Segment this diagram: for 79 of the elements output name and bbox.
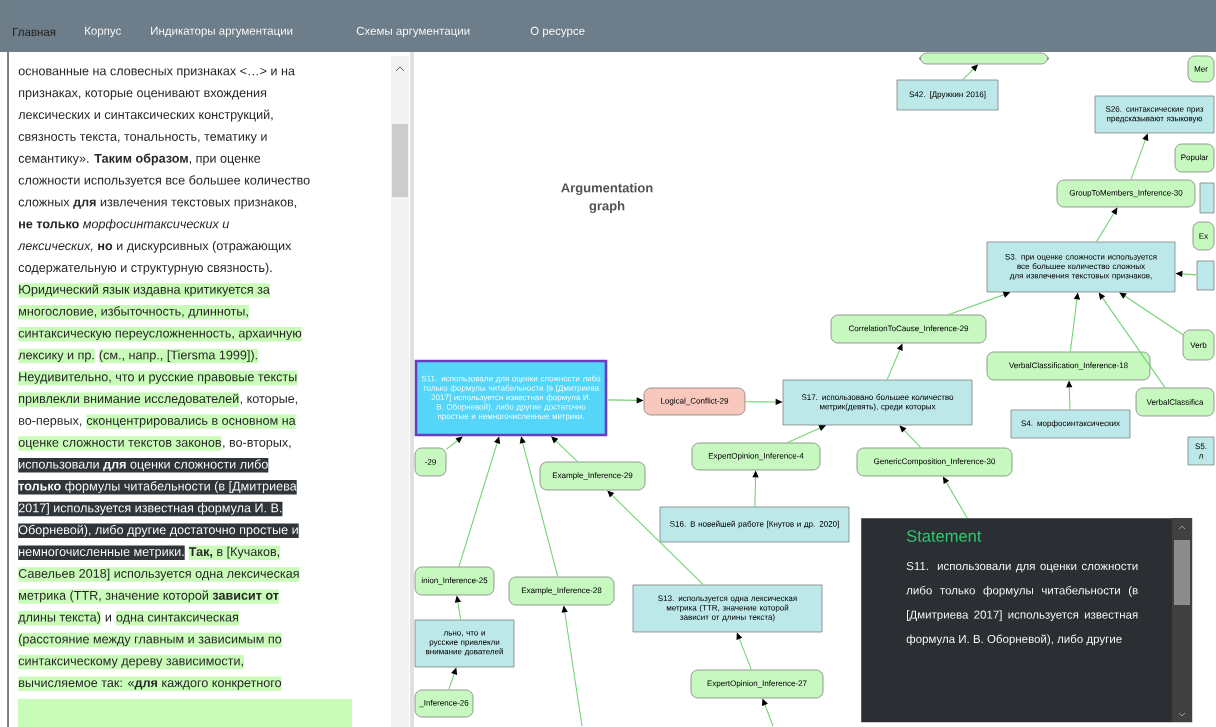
highlighted-text: синтаксическую переусложненность, архаичную	[18, 326, 302, 342]
highlighted-text: одна синтаксическая	[115, 611, 239, 626]
text-line: во-первых,	[19, 418, 82, 428]
connector	[607, 490, 704, 586]
text-line: связность текста, тональность, тематику и	[18, 134, 267, 144]
highlighted-text: сконцентрировались в основном на	[86, 414, 296, 429]
connector	[1119, 292, 1184, 336]
highlighted-text: метрика (TTR, значение которой зависит от	[18, 589, 279, 604]
selected-statement-box: S11. использовали для оценки сложности либо только формулы читабельности (в [Дмитриева 2017] используется известная формула И. В. Оборневой), либо другие достаточно простые и немногочисленные метрики.	[414, 359, 608, 437]
nav-link: Корпус	[85, 26, 121, 38]
highlighted-text: многословие, избыточность, длинноты,	[18, 305, 249, 320]
connector	[899, 425, 922, 449]
highlighted-text: вычисляемое так: «для каждого конкретного	[18, 676, 282, 692]
statement-panel: Statement S11. использовали для оценки сложности либо только формулы читабельности (в [Дмитриева 2017] используется известная формула И. В. Оборневой), либо другие	[861, 518, 1193, 723]
text-line: семантику». Таким образом, при оценке	[18, 153, 261, 166]
highlighted-text: Савельев 2018] используется одна лексическая	[18, 567, 300, 582]
selected-text: немногочисленные метрики.	[18, 545, 185, 560]
highlighted-text: (см., напр., [Tiersma 1999]).	[98, 348, 259, 364]
graph-title: Argumentation graph	[561, 182, 653, 214]
nav-link: Схемы аргументации	[356, 26, 470, 38]
statement-box: S42. [Дружкин 2016]	[896, 79, 999, 111]
text-line: основанные на словесных признаках <…> и на	[18, 67, 295, 78]
inference-node: _Inference-26	[414, 689, 474, 718]
conflict-node: Logical_Conflict-29	[643, 387, 746, 416]
text-line: сложности используется все большее количество	[18, 175, 310, 188]
statement-box: S16. В новейшей работе [Кнутов и др. 2020]	[659, 506, 850, 543]
statement-box: S4. морфосинтаксических	[1010, 409, 1131, 439]
nav-link: Главная	[13, 28, 56, 36]
inference-node: Mer	[1187, 55, 1215, 83]
text-line: лексических и синтаксических конструкций,	[18, 109, 273, 122]
inference-node: Verb	[1182, 329, 1215, 361]
selected-text: 2017] используется известная формула И. В.	[18, 501, 283, 517]
selected-text: только формулы читабельности (в [Дмитриева	[18, 479, 297, 495]
text-line: и	[105, 614, 112, 622]
highlighted-text: привлекли внимание исследователей	[18, 392, 240, 407]
text-line: , во-вторых,	[223, 439, 291, 450]
connector	[445, 436, 463, 450]
highlighted-text: оценке сложности текстов законов	[18, 436, 222, 451]
nav-link: Индикаторы аргументации	[151, 26, 293, 38]
inference-node: ExpertOpinion_Inference-27	[690, 669, 824, 699]
text-line: сложных для извлечения текстовых признаков,	[18, 199, 297, 209]
highlighted-text: длины текста)	[18, 611, 101, 626]
statement-box: S13. используется одна лексическая метрика (TTR, значение которой зависит от длины текста)	[632, 584, 823, 633]
highlighted-text: Юридический язык издавна критикуется за	[18, 283, 270, 298]
statement-box	[1199, 182, 1215, 214]
highlighted-text: лексику и пр.	[18, 348, 95, 364]
inference-node: GroupToMembers_Inference-30	[1056, 179, 1196, 208]
highlighted-text: Неудивительно, что и русские правовые тексты	[18, 370, 298, 386]
inference-node: Example_Inference-28	[508, 576, 615, 606]
inference-node: inion_Inference-25	[414, 566, 495, 596]
statement-box: S5. л	[1187, 436, 1215, 466]
inference-node: VerbalClassifica	[1135, 387, 1215, 417]
text-line: признаках, которые оценивают вхождения	[19, 90, 267, 100]
selected-text: Оборневой), либо другие достаточно простые и	[18, 523, 299, 539]
highlighted-text: синтаксическому дереву зависимости,	[18, 654, 244, 670]
inference-node: CorrelationToCause_Inference-29	[830, 314, 987, 344]
text-line: содержательную и структурную связность).	[18, 262, 272, 275]
statement-box: S26. синтаксические приз предсказывают языковую	[1094, 95, 1215, 134]
statement-box: S17. использовано большее количество метрик(девять), среди которых	[782, 379, 973, 426]
inference-node: VerbalClassification_Inference-18	[986, 351, 1151, 381]
connector	[551, 436, 579, 463]
inference-node: ExpertOpinion_Inference-4	[691, 442, 821, 471]
text-line: , которые,	[240, 396, 298, 406]
inference-node: GenericComposition_Inference-30	[856, 447, 1013, 477]
highlighted-text: Так, в [Кучаков,	[188, 545, 281, 560]
statement-box: льно, что и русские привлекли внимание дователей	[414, 619, 515, 668]
inference-node	[919, 52, 1049, 65]
statement-box: S3. при оценке сложности используется все большее количество сложных для извлечения текстовых признаков,	[986, 241, 1176, 293]
connector	[1098, 292, 1166, 389]
inference-node: Example_Inference-29	[539, 461, 646, 491]
text-line: не только морфосинтаксических и	[19, 219, 230, 231]
highlighted-text: (расстояние между главным и зависимым по	[18, 632, 282, 648]
nav-link: О ресурсе	[530, 26, 585, 38]
inference-node: Popular	[1174, 143, 1215, 173]
statement-box	[1196, 260, 1215, 291]
text-line: лексических, но и дискурсивных (отражающих	[17, 240, 292, 253]
inference-node: -29	[414, 447, 447, 477]
inference-node: Ex	[1192, 221, 1215, 251]
selected-text: использовали для оценки сложности либо	[18, 458, 269, 473]
